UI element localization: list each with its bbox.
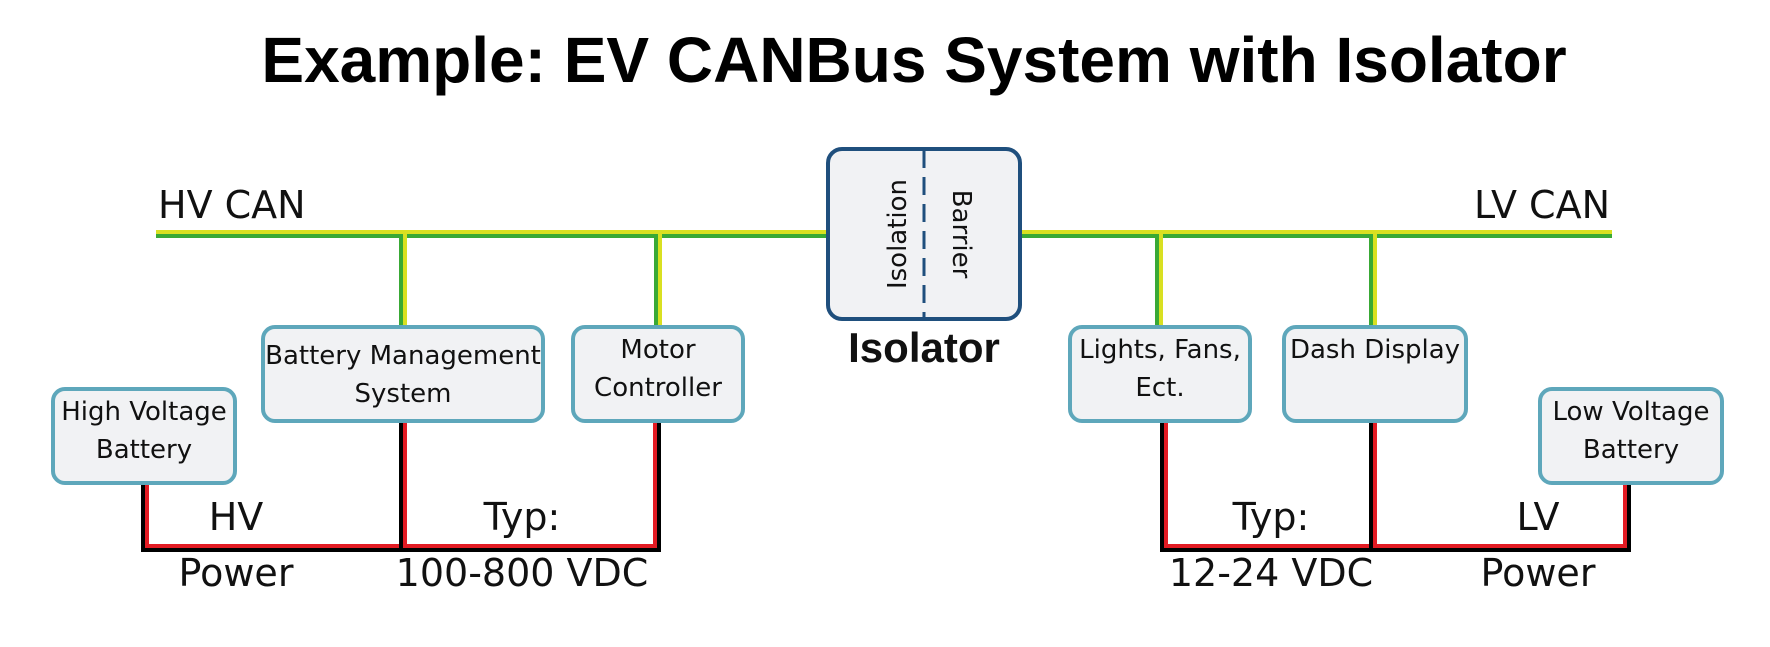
high-voltage-battery-node: High Voltage Battery — [51, 387, 237, 485]
battery-management-system-node: Battery Management System — [261, 325, 545, 423]
isolator-label: Isolator — [848, 324, 1000, 371]
node-label-line-2: Battery — [1583, 435, 1679, 465]
node-label-line-1: Dash Display — [1290, 335, 1460, 365]
hv-power-lines — [141, 422, 661, 552]
hv-power-label-line-2: Power — [179, 551, 294, 595]
diagram-title: Example: EV CANBus System with Isolator — [261, 24, 1566, 96]
hv-voltage-label-line-1: Typ: — [483, 495, 561, 539]
dash-can-drop — [1369, 234, 1377, 326]
lv-power-label-line-1: LV — [1517, 495, 1560, 539]
lights-fans-node: Lights, Fans, Ect. — [1068, 325, 1252, 423]
node-label-line-1: High Voltage — [61, 397, 227, 427]
lv-can-label: LV CAN — [1474, 183, 1610, 227]
node-label-line-1: Battery Management — [265, 341, 541, 371]
bms-can-drop — [399, 234, 407, 326]
hv-can-bus — [156, 230, 826, 238]
node-label-line-2: System — [355, 379, 452, 409]
lv-voltage-label-line-2: 12-24 VDC — [1169, 551, 1373, 595]
isolator: Isolation Barrier Isolator — [826, 147, 1022, 371]
dash-display-node: Dash Display — [1282, 325, 1468, 423]
node-label-line-2: Battery — [96, 435, 192, 465]
lv-power-label-line-2: Power — [1481, 551, 1596, 595]
lv-can-bus — [1020, 230, 1612, 238]
motor-controller-node: Motor Controller — [571, 325, 745, 423]
node-label-line-1: Motor — [620, 335, 695, 365]
lv-power-lines — [1160, 422, 1631, 552]
node-label-line-2: Controller — [594, 373, 722, 403]
node-label-line-1: Low Voltage — [1553, 397, 1710, 427]
node-label-line-2: Ect. — [1135, 373, 1184, 403]
lights-can-drop — [1155, 234, 1163, 326]
isolator-left-text: Isolation — [883, 179, 913, 289]
hv-can-label: HV CAN — [158, 183, 306, 227]
hv-power-label-line-1: HV — [209, 495, 264, 539]
lv-voltage-label-line-1: Typ: — [1232, 495, 1310, 539]
hv-voltage-label-line-2: 100-800 VDC — [396, 551, 649, 595]
motor-controller-can-drop — [654, 234, 662, 326]
low-voltage-battery-node: Low Voltage Battery — [1538, 387, 1724, 485]
node-label-line-1: Lights, Fans, — [1079, 335, 1241, 365]
isolator-right-text: Barrier — [946, 190, 976, 279]
